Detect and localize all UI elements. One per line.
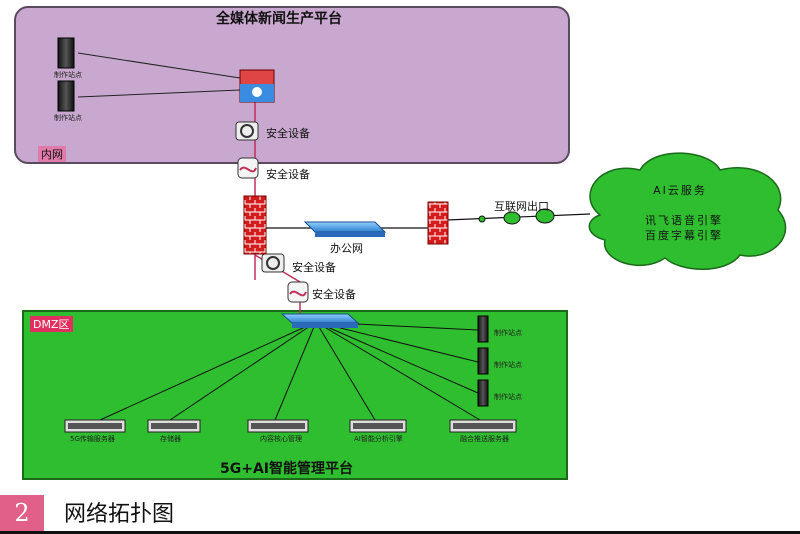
inner-station-1 <box>57 37 75 69</box>
security-device-3-label: 安全设备 <box>292 261 336 274</box>
firewall-right <box>427 201 449 245</box>
security-device-1-label: 安全设备 <box>266 127 310 140</box>
caption-rule <box>0 531 800 534</box>
cloud-line-2: 百度字幕引擎 <box>645 229 723 242</box>
security-device-4-label: 安全设备 <box>312 288 356 301</box>
dmz-station-a-label: 制作站点 <box>494 329 522 337</box>
rack-server-5 <box>449 419 517 433</box>
inner-station-2-label: 制作站点 <box>54 114 82 122</box>
dmz-station-b-label: 制作站点 <box>494 361 522 369</box>
core-switch <box>239 69 275 103</box>
dmz-zone <box>22 310 568 480</box>
inner-station-2 <box>57 80 75 112</box>
figure-number: 2 <box>0 495 44 531</box>
inner-station-1-label: 制作站点 <box>54 71 82 79</box>
security-device-2-label: 安全设备 <box>266 168 310 181</box>
rack-server-1 <box>64 419 126 433</box>
caption-area <box>0 491 800 534</box>
security-device-1 <box>235 121 259 141</box>
security-device-4 <box>287 281 309 303</box>
rack-server-2-label: 存储器 <box>160 435 181 443</box>
dmz-switch <box>280 313 360 328</box>
rack-server-3-label: 内容核心管理 <box>260 435 302 443</box>
intranet-zone <box>14 6 570 164</box>
rack-server-4-label: AI智能分析引擎 <box>354 435 403 443</box>
rack-server-4 <box>349 419 407 433</box>
intranet-tag: 内网 <box>38 146 66 162</box>
security-device-2 <box>237 157 259 179</box>
dmz-tag: DMZ区 <box>30 316 73 332</box>
dmz-station-b <box>477 347 489 375</box>
rack-server-2 <box>147 419 201 433</box>
cloud-title: AI云服务 <box>653 184 707 197</box>
figure-title: 网络拓扑图 <box>64 502 175 527</box>
dmz-station-a <box>477 315 489 343</box>
ai-cloud <box>588 152 787 270</box>
intranet-title: 全媒体新闻生产平台 <box>216 11 342 27</box>
firewall-left <box>243 195 267 255</box>
dmz-links <box>99 321 481 421</box>
internet-exit-nodes <box>478 208 555 225</box>
office-switch <box>303 221 387 237</box>
office-switch-label: 办公网 <box>330 242 363 255</box>
cloud-line-1: 讯飞语音引擎 <box>645 214 723 227</box>
security-device-3 <box>261 253 285 273</box>
internet-exit-label: 互联网出口 <box>494 200 549 213</box>
rack-server-3 <box>247 419 309 433</box>
dmz-title: 5G+AI智能管理平台 <box>220 461 354 477</box>
inner-links <box>77 52 591 318</box>
rack-server-5-label: 融合推送服务器 <box>460 435 509 443</box>
dmz-station-c <box>477 379 489 407</box>
rack-server-1-label: 5G传输服务器 <box>70 435 115 443</box>
dmz-station-c-label: 制作站点 <box>494 393 522 401</box>
